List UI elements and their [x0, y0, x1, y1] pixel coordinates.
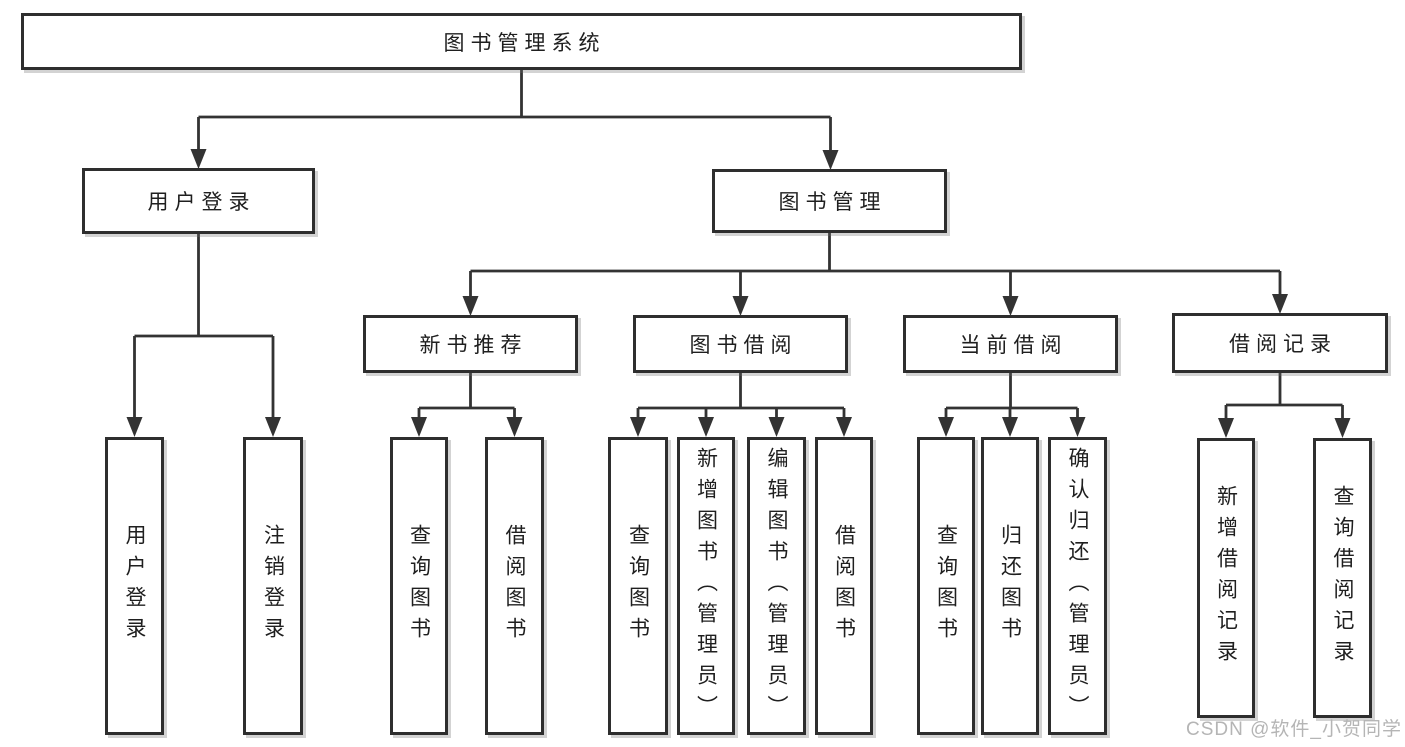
arrow-icon: [1002, 296, 1019, 316]
arrow-icon: [732, 296, 749, 316]
node-label: 图书管理: [778, 191, 887, 214]
leaf-edit-book-admin: 编辑图书（管理员）: [747, 437, 806, 735]
leaf-borrow-book: 借阅图书: [815, 437, 873, 735]
arrowheads: [126, 149, 1351, 438]
arrow-icon: [822, 150, 839, 170]
node-label: 新增借阅记录: [1214, 485, 1238, 671]
leaf-query-book-borrow: 查询图书: [608, 437, 668, 735]
node-label: 查询借阅记录: [1331, 485, 1354, 671]
node-book-borrow: 图书借阅: [633, 315, 848, 373]
arrow-icon: [190, 149, 207, 169]
arrow-icon: [1334, 418, 1351, 438]
arrow-icon: [411, 417, 427, 437]
node-label: 新增图书（管理员）: [694, 446, 718, 726]
arrow-icon: [836, 417, 852, 437]
arrow-icon: [126, 417, 143, 437]
arrow-icon: [1272, 294, 1288, 314]
leaf-query-book-current: 查询图书: [917, 437, 975, 735]
node-label: 图书借阅: [689, 334, 798, 357]
arrow-icon: [768, 417, 785, 437]
leaf-logout: 注销登录: [243, 437, 303, 735]
leaf-query-book-recommend: 查询图书: [390, 437, 448, 735]
node-root-system: 图书管理系统: [21, 13, 1022, 70]
arrow-icon: [938, 417, 954, 437]
node-label: 查询图书: [626, 524, 650, 648]
arrow-icon: [1069, 417, 1086, 437]
leaf-add-book-admin: 新增图书（管理员）: [677, 437, 735, 735]
csdn-watermark: CSDN @软件_小贺同学: [1186, 719, 1402, 740]
node-label: 图书管理系统: [443, 31, 606, 55]
node-new-book-recommend: 新书推荐: [363, 315, 578, 373]
node-label: 新书推荐: [419, 334, 528, 357]
node-label: 归还图书: [998, 524, 1022, 648]
node-current-borrow: 当前借阅: [903, 315, 1118, 373]
node-label: 编辑图书（管理员）: [765, 446, 788, 726]
arrow-icon: [506, 417, 523, 437]
node-label: 当前借阅: [959, 334, 1068, 357]
connector-paths: [133, 69, 1344, 433]
node-label: 用户登录: [123, 524, 146, 648]
node-user-login: 用户登录: [82, 168, 315, 234]
arrow-icon: [1218, 418, 1234, 438]
node-borrow-records: 借阅记录: [1172, 313, 1388, 373]
node-label: 用户登录: [147, 191, 256, 214]
leaf-return-book: 归还图书: [981, 437, 1039, 735]
node-label: 查询图书: [407, 524, 431, 648]
node-label: 注销登录: [261, 524, 285, 648]
arrow-icon: [698, 417, 714, 437]
leaf-query-borrow-record: 查询借阅记录: [1313, 438, 1372, 718]
leaf-add-borrow-record: 新增借阅记录: [1197, 438, 1255, 718]
leaf-user-login: 用户登录: [105, 437, 164, 735]
arrow-icon: [265, 417, 281, 437]
arrow-icon: [1002, 417, 1018, 437]
node-book-management: 图书管理: [712, 169, 947, 233]
arrow-icon: [462, 296, 479, 316]
node-label: 借阅记录: [1229, 333, 1337, 356]
leaf-confirm-return-admin: 确认归还（管理员）: [1048, 437, 1107, 735]
node-label: 查询图书: [934, 524, 958, 648]
node-label: 借阅图书: [503, 524, 526, 648]
node-label: 借阅图书: [832, 524, 856, 648]
arrow-icon: [630, 417, 646, 437]
leaf-borrow-book-recommend: 借阅图书: [485, 437, 544, 735]
node-label: 确认归还（管理员）: [1066, 446, 1089, 726]
